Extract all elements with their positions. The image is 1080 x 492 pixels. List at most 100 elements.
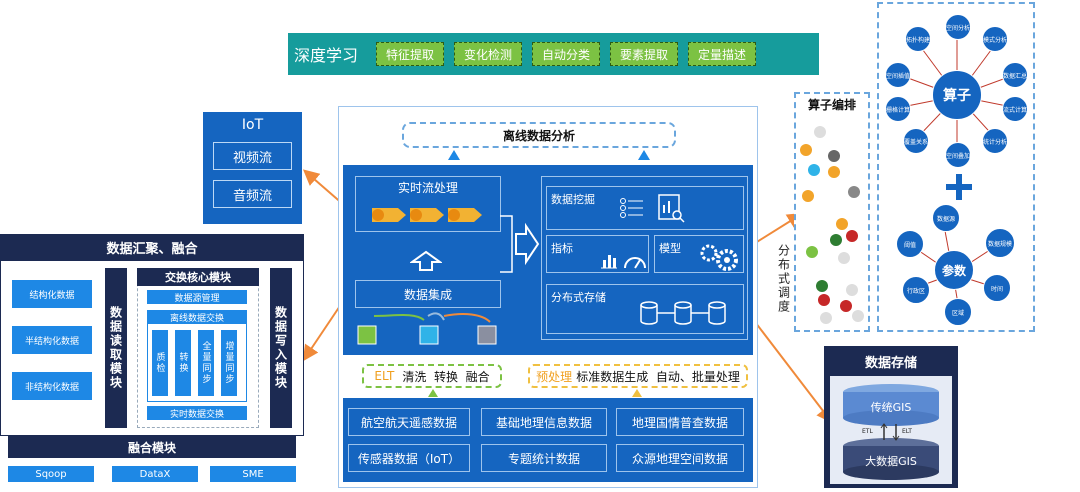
op-node-cover[interactable]: 覆盖关系 [903,128,929,154]
core-sub-inc-sync[interactable]: 增量同步 [221,330,237,396]
chart-search-icon [658,194,685,223]
fusion-title: 融合模块 [8,436,296,458]
up-arrow-left-icon [448,150,460,160]
mining-label: 数据挖掘 [551,193,595,206]
operator-arrange-panel: 算子编排 [794,92,870,332]
source-census[interactable]: 地理国情普查数据 [616,408,744,436]
ball-3 [828,150,840,162]
source-remote-sensing[interactable]: 航空航天遥感数据 [348,408,470,436]
op-node-interp[interactable]: 空间插值 [885,62,911,88]
dl-item-change[interactable]: 变化检测 [454,42,523,66]
op-node-topo[interactable]: 拓扑构建 [905,26,931,52]
realtime-title[interactable]: 实时流处理 [397,180,458,195]
iot-item-audio[interactable]: 音频流 [213,180,292,208]
preprocess-box[interactable]: 预处理 标准数据生成 自动、批量处理 [528,364,748,388]
ball-11 [806,246,818,258]
traditional-gis[interactable]: 传统GIS [870,401,912,414]
operator-balls [796,114,868,324]
core-source-mgmt[interactable]: 数据源管理 [147,290,247,304]
operator-center[interactable]: 算子 [932,70,982,120]
elt-up-arrow-icon [428,389,438,397]
distributed-scheduling: 分布式调度 [776,244,791,314]
elt-left-label: ETL [862,428,873,435]
storage-cylinders [843,384,939,480]
arrow-to-operator-arrange [751,212,804,246]
ball-6 [802,190,814,202]
structured-data[interactable]: 结构化数据 [12,280,92,308]
data-storage-title: 数据存储 [864,355,917,371]
gears-icon [700,244,738,271]
mining-box[interactable]: 数据挖掘 [546,186,744,230]
fusion-sme[interactable]: SME [210,466,296,482]
elt-text: 清洗 转换 融合 [402,369,490,384]
up-arrow-right-icon [638,150,650,160]
param-node-scale[interactable]: 数据规模 [985,228,1015,258]
param-node-threshold[interactable]: 阈值 [896,230,924,258]
param-node-admin[interactable]: 行政区 [902,276,930,304]
model-label: 模型 [659,242,681,255]
list-settings-icon [620,198,643,218]
ball-5 [828,166,840,178]
ball-8 [836,218,848,230]
read-module[interactable]: 数据读取模块 [105,268,127,428]
fusion-sqoop[interactable]: Sqoop [8,466,94,482]
semi-structured-data[interactable]: 半结构化数据 [12,326,92,354]
ball-1 [814,126,826,138]
sources-area [343,398,753,482]
integration-box[interactable]: 数据集成 [355,280,501,308]
source-statistics[interactable]: 专题统计数据 [481,444,607,472]
deep-learning-title: 深度学习 [294,46,359,65]
op-node-summary[interactable]: 数据汇总 [1002,62,1028,88]
metrics-box[interactable]: 指标 [546,235,649,273]
op-node-overlay[interactable]: 空间叠加 [945,142,971,168]
stream-arrows-icon [372,208,482,222]
fusion-datax[interactable]: DataX [112,466,198,482]
aggregation-panel: 数据汇聚、融合 结构化数据 半结构化数据 非结构化数据 数据读取模块 交换核心模… [0,234,304,492]
op-node-stream[interactable]: 流式计算 [1002,96,1028,122]
param-node-time[interactable]: 时间 [983,274,1011,302]
bigdata-gis[interactable]: 大数据GIS [865,455,917,468]
ball-10 [830,234,842,246]
elt-box[interactable]: ELT 清洗 转换 融合 [362,364,502,388]
model-box[interactable]: 模型 [654,235,744,273]
source-sensor[interactable]: 传感器数据（IoT） [348,444,470,472]
ball-13 [816,280,828,292]
ball-7 [848,186,860,198]
elt-right-label: ELT [902,428,912,435]
analysis-zone [541,176,748,340]
ball-14 [846,284,858,296]
param-node-source[interactable]: 数据源 [932,204,960,232]
dl-item-classify[interactable]: 自动分类 [532,42,601,66]
data-storage-panel: 数据存储 传统GIS ETL ELT 大数据GIS [824,346,958,488]
arrow-to-storage [751,317,833,424]
dl-item-feature[interactable]: 特征提取 [376,42,445,66]
aggregation-title: 数据汇聚、融合 [0,234,304,260]
op-node-raster[interactable]: 栅格计算 [885,96,911,122]
metrics-label: 指标 [551,242,573,255]
pre-up-arrow-icon [632,389,642,397]
op-node-pattern[interactable]: 模式分析 [982,26,1008,52]
core-offline-exchange[interactable]: 离线数据交换 [147,310,247,324]
iot-panel: IoT 视频流 音频流 [203,112,302,224]
preprocess-label: 预处理 [536,369,573,384]
unstructured-data[interactable]: 非结构化数据 [12,372,92,400]
core-sub-convert[interactable]: 转换 [175,330,191,396]
dl-item-extract[interactable]: 要素提取 [610,42,679,66]
core-sub-full-sync[interactable]: 全量同步 [198,330,214,396]
offline-analysis[interactable]: 离线数据分析 [402,122,676,148]
params-center[interactable]: 参数 [934,250,974,290]
iot-item-video[interactable]: 视频流 [213,142,292,170]
source-base-geo[interactable]: 基础地理信息数据 [481,408,607,436]
distributed-storage-box[interactable]: 分布式存储 [546,284,744,334]
param-node-region[interactable]: 区域 [944,298,972,326]
op-node-stat[interactable]: 统计分析 [982,128,1008,154]
ball-18 [852,310,864,322]
source-crowd[interactable]: 众源地理空间数据 [616,444,744,472]
op-node-spatial[interactable]: 空间分析 [945,14,971,40]
core-realtime-exchange[interactable]: 实时数据交换 [147,406,247,420]
write-module[interactable]: 数据写入模块 [270,268,292,428]
storage-inner: 传统GIS ETL ELT 大数据GIS [830,376,952,484]
dl-item-describe[interactable]: 定量描述 [688,42,757,66]
core-sub-qc[interactable]: 质检 [152,330,168,396]
ball-15 [818,294,830,306]
